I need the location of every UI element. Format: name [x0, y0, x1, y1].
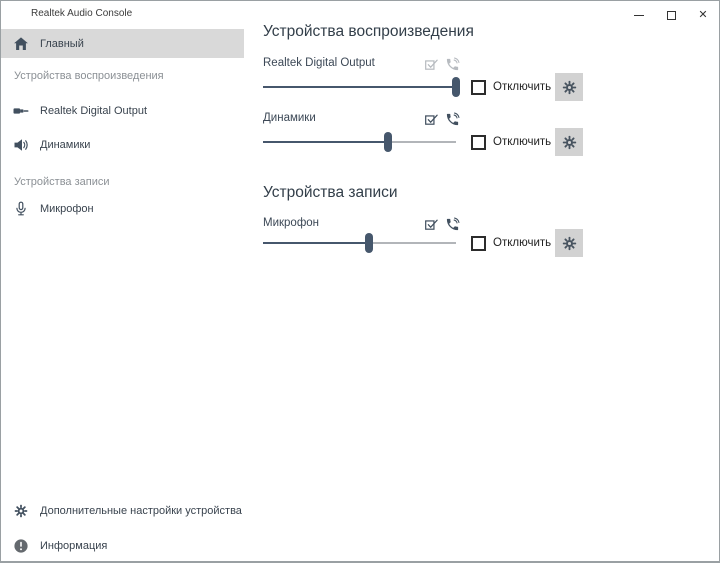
- sidebar-section-playback: Устройства воспроизведения: [14, 70, 164, 82]
- slider-thumb[interactable]: [365, 233, 374, 253]
- device-name: Realtek Digital Output: [263, 57, 375, 69]
- minimize-button[interactable]: [623, 1, 655, 29]
- maximize-button[interactable]: [655, 1, 687, 29]
- slider-fill: [263, 86, 456, 88]
- sidebar-item-label: Главный: [40, 37, 84, 50]
- volume-slider[interactable]: [263, 233, 456, 253]
- volume-slider[interactable]: [263, 132, 456, 152]
- default-device-icon: [424, 112, 439, 127]
- sidebar-item-label: Динамики: [40, 139, 91, 151]
- sidebar-item-digital-output[interactable]: Realtek Digital Output: [1, 97, 244, 125]
- title-bar[interactable]: Realtek Audio Console ✕: [1, 1, 719, 29]
- slider-fill: [263, 242, 370, 244]
- speaker-icon: [13, 137, 29, 153]
- info-icon: [13, 538, 29, 554]
- disable-checkbox[interactable]: [471, 79, 486, 95]
- sidebar-item-speakers[interactable]: Динамики: [1, 131, 244, 159]
- slider-thumb[interactable]: [384, 132, 393, 152]
- disable-label: Отключить: [493, 237, 552, 249]
- volume-slider[interactable]: [263, 77, 460, 97]
- communication-device-icon: [445, 57, 460, 72]
- home-icon: [13, 36, 29, 52]
- digital-output-icon: [13, 103, 29, 119]
- disable-checkbox[interactable]: [471, 235, 486, 251]
- recording-heading: Устройства записи: [263, 184, 398, 201]
- disable-control: Отключить: [471, 235, 551, 251]
- communication-device-icon: [445, 112, 460, 127]
- default-device-icon: [424, 57, 439, 72]
- gear-icon: [561, 79, 578, 96]
- sidebar-item-label: Realtek Digital Output: [40, 105, 147, 117]
- disable-label: Отключить: [493, 81, 552, 93]
- close-button[interactable]: ✕: [687, 1, 719, 29]
- disable-label: Отключить: [493, 136, 552, 148]
- default-device-icon: [424, 217, 439, 232]
- disable-checkbox[interactable]: [471, 134, 486, 150]
- slider-fill: [263, 141, 389, 143]
- device-settings-button[interactable]: [555, 229, 583, 257]
- device-settings-button[interactable]: [555, 128, 583, 156]
- device-name: Микрофон: [263, 217, 320, 229]
- sidebar-item-information[interactable]: Информация: [1, 532, 244, 560]
- sidebar-item-label: Микрофон: [40, 203, 94, 215]
- slider-thumb[interactable]: [452, 77, 460, 97]
- device-settings-button[interactable]: [555, 73, 583, 101]
- communication-device-icon: [445, 217, 460, 232]
- disable-control: Отключить: [471, 79, 551, 95]
- sidebar-item-advanced-settings[interactable]: Дополнительные настройки устройства: [1, 497, 244, 525]
- gear-icon: [561, 134, 578, 151]
- maximize-icon: [666, 10, 676, 20]
- sidebar-item-home[interactable]: Главный: [1, 29, 244, 58]
- playback-heading: Устройства воспроизведения: [263, 23, 474, 40]
- sidebar-item-label: Дополнительные настройки устройства: [40, 505, 242, 517]
- sidebar-section-recording: Устройства записи: [14, 176, 110, 188]
- close-icon: ✕: [698, 8, 708, 21]
- gear-icon: [561, 235, 578, 252]
- window-title: Realtek Audio Console: [31, 8, 133, 19]
- disable-control: Отключить: [471, 134, 551, 150]
- microphone-icon: [13, 201, 29, 217]
- gear-icon: [13, 503, 29, 519]
- device-name: Динамики: [263, 112, 316, 124]
- sidebar: Главный Устройства воспроизведения Realt…: [1, 29, 244, 561]
- sidebar-item-label: Информация: [40, 540, 108, 552]
- minimize-icon: [634, 14, 644, 16]
- sidebar-item-microphone[interactable]: Микрофон: [1, 195, 244, 223]
